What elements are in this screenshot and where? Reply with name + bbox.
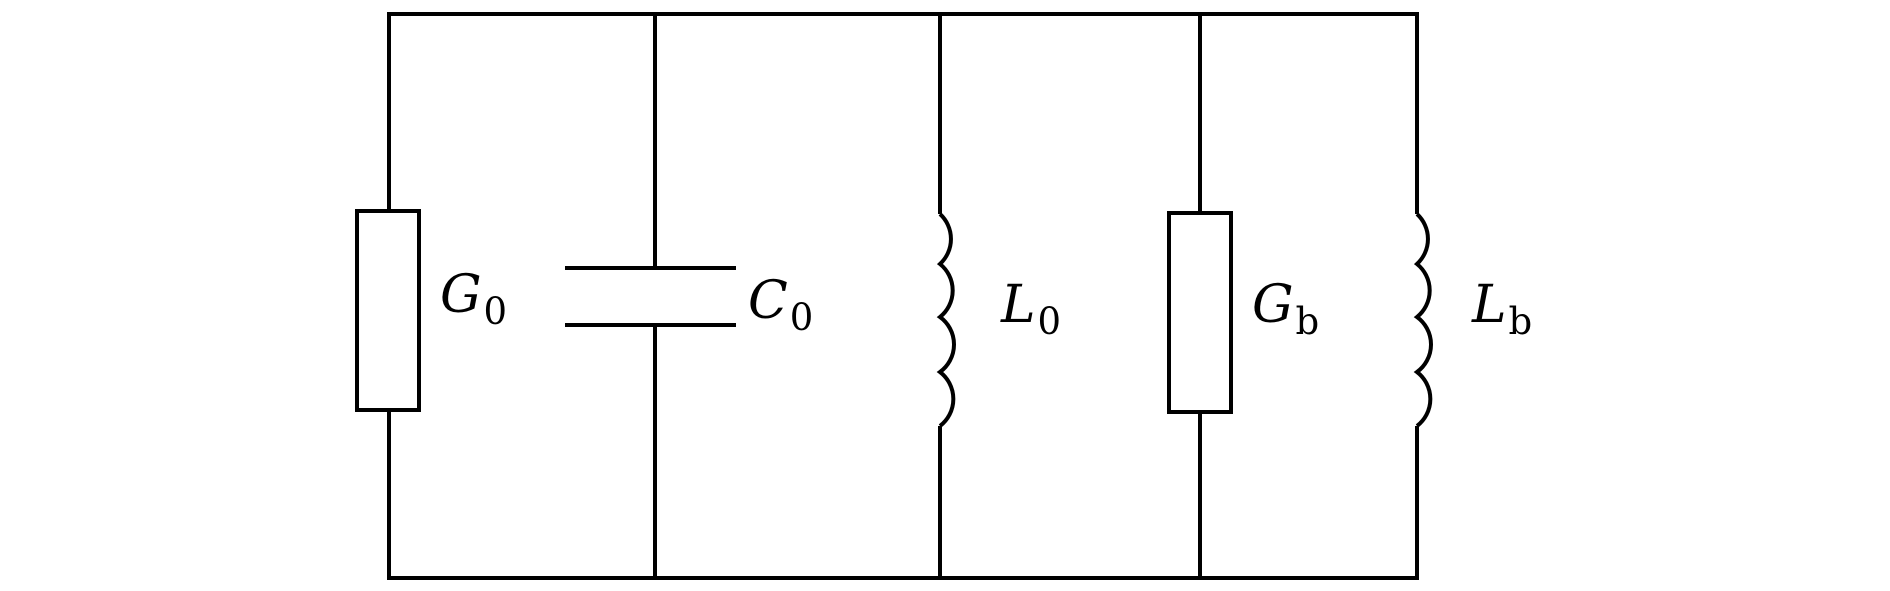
label-symbol: L (1000, 275, 1036, 335)
resistor-g0 (355, 12, 421, 580)
capacitor-c0 (565, 12, 736, 580)
label-symbol: C (748, 271, 788, 331)
label-c0: C0 (748, 271, 813, 339)
label-lb: Lb (1471, 275, 1532, 343)
label-subscript: b (1296, 300, 1320, 343)
label-gb: Gb (1252, 275, 1319, 343)
inductor-lb (1413, 12, 1434, 580)
resistor-gb (1167, 12, 1233, 580)
label-subscript: 0 (484, 290, 508, 333)
label-subscript: b (1509, 300, 1533, 343)
inductor-coil (936, 212, 957, 428)
resistor-body (1167, 211, 1233, 414)
label-subscript: 0 (1038, 300, 1062, 343)
label-g0: G0 (440, 265, 507, 333)
inductor-coil (1413, 212, 1434, 428)
label-symbol: G (440, 265, 482, 325)
label-l0: L0 (1000, 275, 1061, 343)
label-symbol: G (1252, 275, 1294, 335)
label-subscript: 0 (790, 296, 814, 339)
inductor-l0 (936, 12, 957, 580)
label-symbol: L (1471, 275, 1507, 335)
resistor-body (355, 209, 421, 412)
